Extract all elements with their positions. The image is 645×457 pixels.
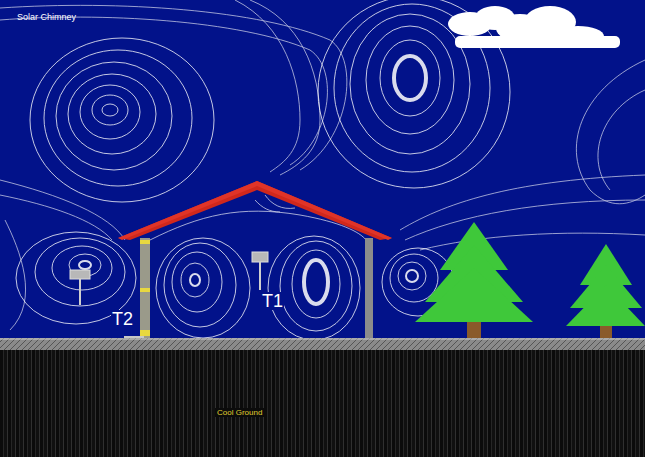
- ground-band: Cool Ground: [0, 350, 645, 457]
- sensor-label: T1: [261, 292, 284, 310]
- diagram-title: Solar Chimney: [17, 12, 76, 22]
- ground-label: Cool Ground: [215, 408, 264, 417]
- sensor-label: T2: [111, 310, 134, 328]
